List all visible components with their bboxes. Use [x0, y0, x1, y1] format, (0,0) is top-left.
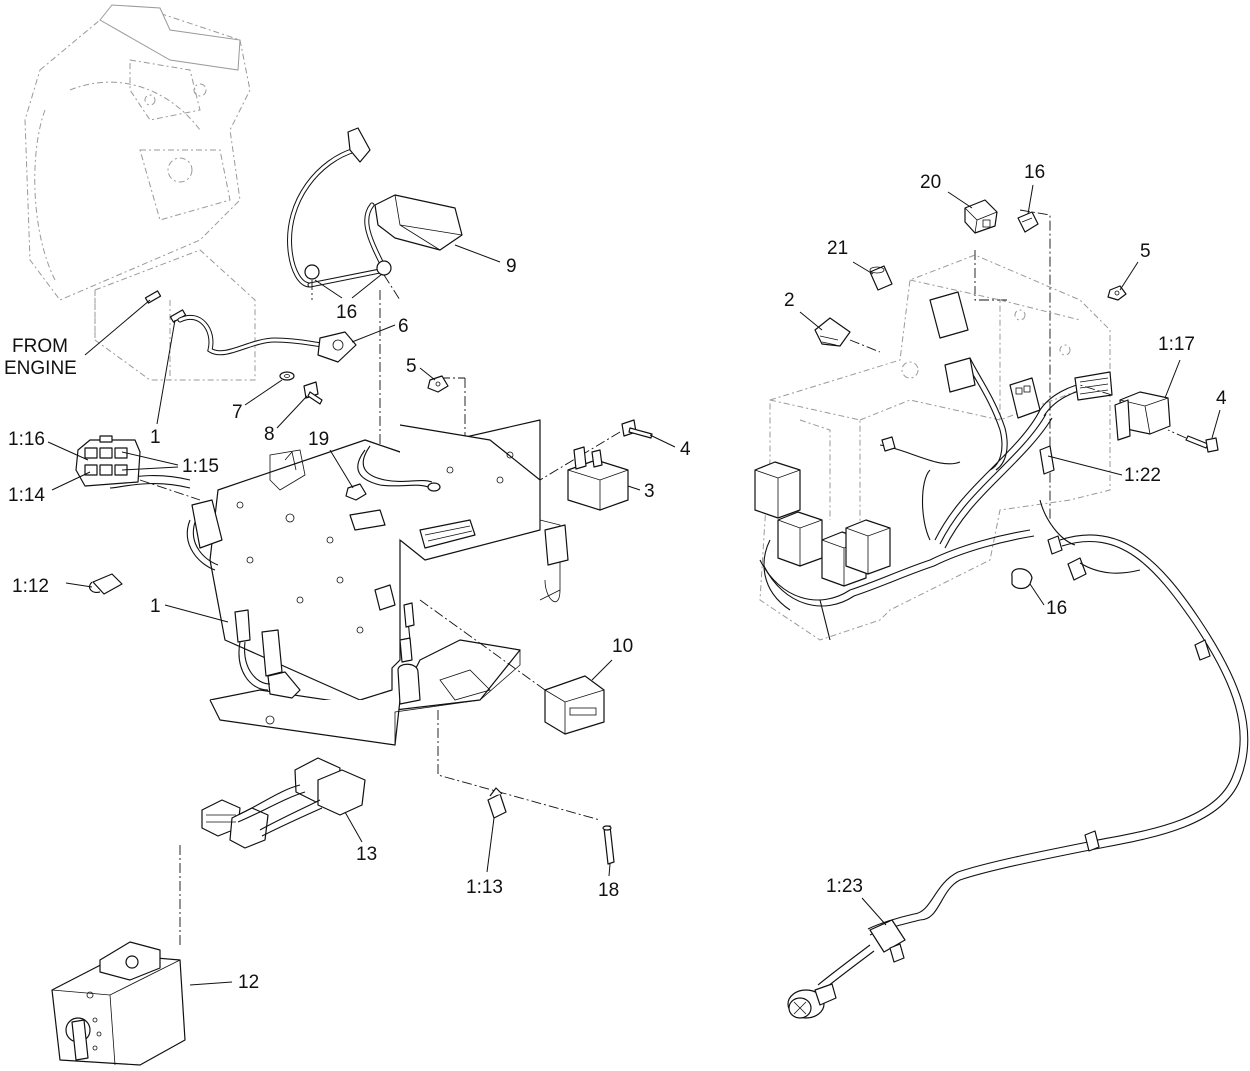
clamp-16-right [1011, 568, 1033, 590]
nut-5-right [1107, 285, 1127, 301]
callout-1-22: 1:22 [1124, 465, 1161, 486]
callout-16-top: 16 [1024, 162, 1045, 183]
callout-4-left: 4 [680, 439, 691, 460]
cap-2 [814, 317, 851, 347]
svg-text:ENGINE: ENGINE [4, 358, 77, 379]
callout-3: 3 [644, 481, 655, 502]
nut-19 [345, 483, 367, 501]
from-engine-leader [84, 299, 151, 356]
mounting-bracket-left [209, 290, 561, 746]
control-box-12 [51, 941, 186, 1066]
relay-bank-right [754, 461, 1035, 641]
svg-text:FROM: FROM [12, 336, 68, 357]
callout-1-15: 1:15 [182, 456, 219, 477]
ground-cable-6 [177, 314, 357, 363]
component-1-17 [1079, 384, 1171, 441]
callout-13: 13 [356, 844, 377, 865]
callout-10: 10 [612, 636, 633, 657]
connector-detail-1-14 [75, 435, 201, 501]
clip-16-top [1017, 211, 1039, 233]
callout-1-16: 1:16 [8, 429, 45, 450]
engine-ghost [24, 4, 256, 381]
callout-1-17: 1:17 [1158, 334, 1195, 355]
callout-6: 6 [398, 316, 409, 337]
connector-1-13 [437, 710, 601, 821]
callout-20: 20 [920, 172, 941, 193]
callout-2: 2 [784, 290, 795, 311]
component-21 [869, 265, 893, 291]
from-engine-label: FROM ENGINE [4, 299, 151, 379]
callout-19: 19 [308, 429, 329, 450]
bolt-4-right [1167, 429, 1219, 453]
callout-12: 12 [238, 972, 259, 993]
callout-1-14: 1:14 [8, 485, 45, 506]
relay-3 [567, 446, 629, 511]
nut-5-left [427, 375, 449, 393]
plug-1-12 [88, 573, 123, 595]
callout-1-harness: 1 [150, 596, 161, 617]
extension-cable-1-23 [787, 534, 1249, 1019]
callout-1-12: 1:12 [12, 576, 49, 597]
main-harness-left [109, 445, 569, 705]
hour-meter-10 [419, 599, 605, 735]
engine-terminal-studs [144, 290, 187, 323]
bolt-4-left [621, 419, 653, 439]
callout-5-left: 5 [406, 356, 417, 377]
mounting-bracket-right [759, 209, 1111, 641]
callout-9: 9 [506, 256, 517, 277]
callout-4-right: 4 [1216, 388, 1227, 409]
callout-18: 18 [598, 880, 619, 901]
callout-7: 7 [232, 402, 243, 423]
component-20 [964, 199, 998, 234]
callout-1-13: 1:13 [466, 877, 503, 898]
pin-18 [602, 825, 615, 865]
main-harness-right [879, 291, 1113, 581]
harness-13 [179, 757, 366, 945]
callout-16-right: 16 [1046, 598, 1067, 619]
callout-8: 8 [264, 424, 275, 445]
bolt-8 [303, 381, 323, 405]
washer-7 [279, 371, 295, 381]
callout-1-engine: 1 [150, 427, 161, 448]
callout-21: 21 [827, 238, 848, 259]
callout-5-right: 5 [1140, 241, 1151, 262]
terminal-boot-9 [374, 194, 463, 251]
callout-16-left: 16 [336, 302, 357, 323]
battery-cable-assembly [287, 127, 401, 301]
callout-1-23: 1:23 [826, 876, 863, 897]
